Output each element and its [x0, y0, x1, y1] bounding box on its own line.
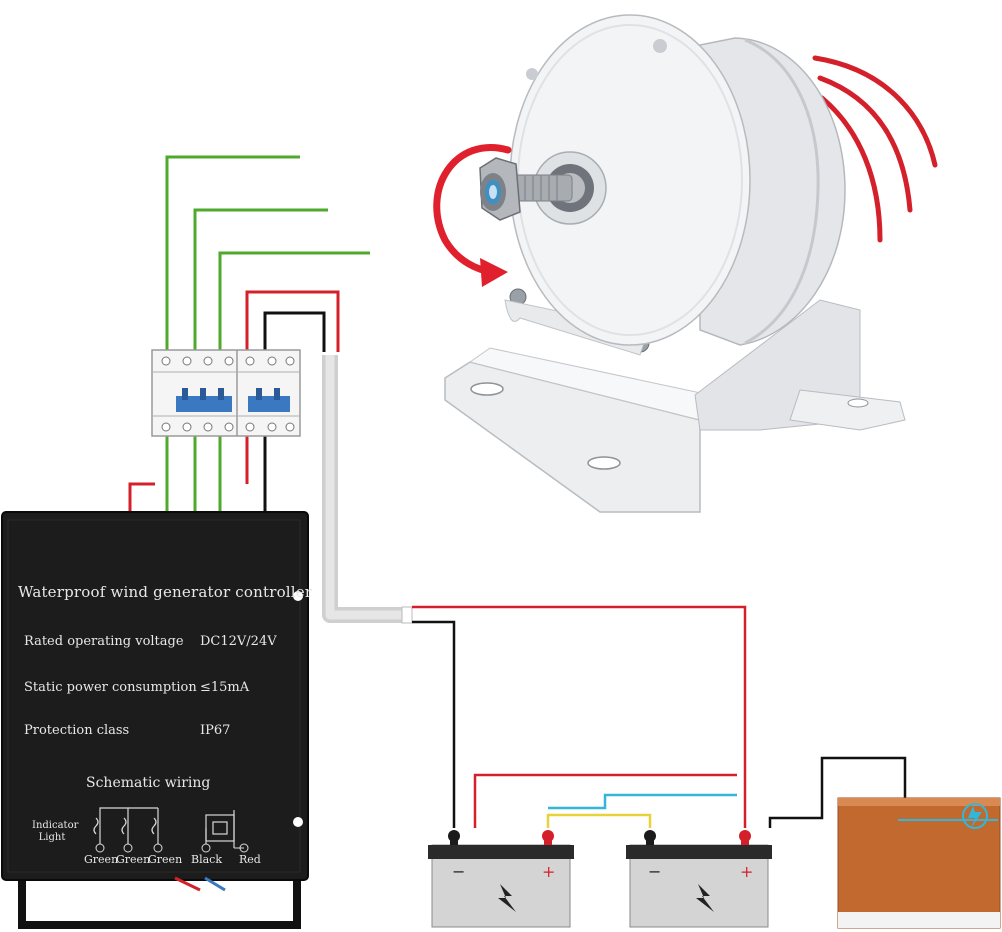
wire-label-red: Red	[239, 853, 261, 866]
wire-label-green-2: Green	[116, 853, 151, 866]
spec-value-voltage: DC12V/24V	[200, 634, 277, 649]
indicator-light-label: Indicator Light	[32, 820, 79, 843]
inverter-load	[837, 797, 1001, 929]
battery-minus-icon: −	[452, 862, 465, 881]
rotation-arrow-icon	[433, 144, 512, 287]
controller-title: Waterproof wind generator controller	[18, 583, 313, 601]
wire-label-black: Black	[191, 853, 222, 866]
battery-minus-icon: −	[648, 862, 661, 881]
spec-value-protection: IP67	[200, 723, 231, 738]
battery-plus-icon: +	[542, 862, 555, 881]
wire-label-green-3: Green	[148, 853, 183, 866]
spec-label-power: Static power consumption	[24, 680, 197, 695]
spec-label-protection: Protection class	[24, 723, 130, 738]
generator-output-wires	[812, 55, 938, 243]
mounting-bracket	[444, 288, 906, 513]
lightning-bolt-icon	[498, 884, 516, 912]
wind-generator-controller	[1, 511, 309, 929]
wire-label-green-1: Green	[84, 853, 119, 866]
lightning-bolt-icon	[696, 884, 714, 912]
wind-generator	[433, 14, 938, 513]
circuit-breaker	[151, 349, 301, 437]
spec-label-voltage: Rated operating voltage	[24, 634, 184, 649]
battery-wiring	[412, 605, 907, 828]
controller-output-cable	[322, 355, 413, 624]
battery-2: − +	[626, 830, 772, 928]
schematic-title: Schematic wiring	[86, 775, 211, 791]
spec-value-power: ≤15mA	[200, 680, 250, 695]
generator-input-wires	[128, 155, 370, 512]
battery-1: − +	[428, 830, 574, 928]
battery-plus-icon: +	[740, 862, 753, 881]
